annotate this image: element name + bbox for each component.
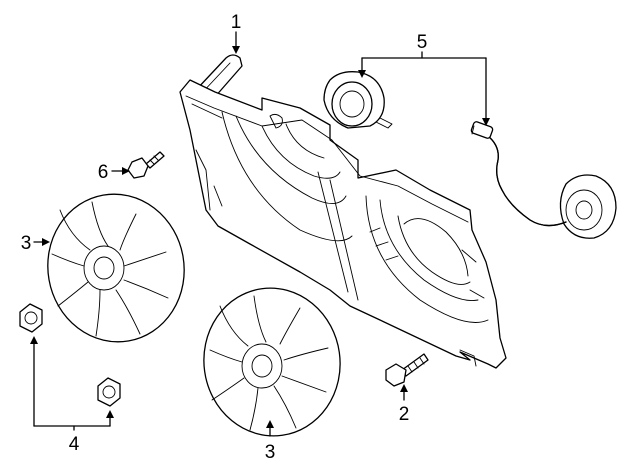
- bolt-2: [385, 353, 429, 387]
- callout-2: 2: [399, 404, 410, 425]
- fan-motor: [323, 71, 393, 129]
- callout-4: 4: [69, 434, 80, 455]
- bolt-6: [127, 151, 165, 179]
- callout-1: 1: [231, 12, 242, 33]
- fan-shroud: [179, 54, 507, 369]
- nut-upper: [19, 303, 43, 333]
- callout-6: 6: [98, 162, 109, 183]
- callout-3-lower: 3: [265, 442, 276, 463]
- leader-lines: [30, 31, 490, 437]
- callout-3-left: 3: [21, 233, 32, 254]
- nut-lower: [97, 377, 121, 407]
- motor-with-wiring-harness: [470, 121, 617, 239]
- callout-5: 5: [417, 32, 428, 53]
- fan-blade-left: [47, 193, 185, 343]
- fan-blade-lower: [203, 287, 341, 437]
